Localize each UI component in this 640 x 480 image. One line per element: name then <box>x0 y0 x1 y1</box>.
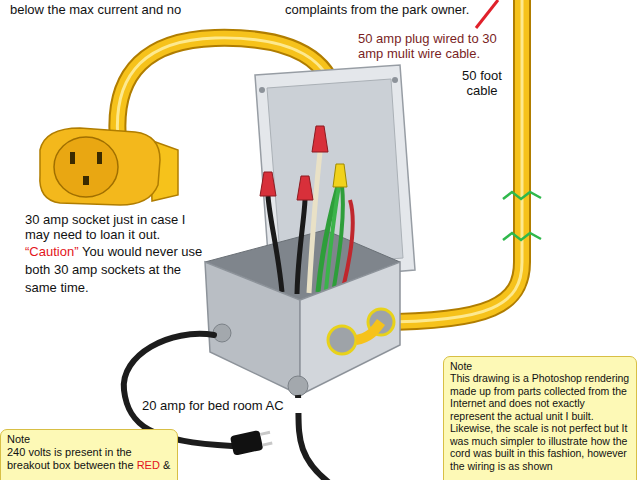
socket-body <box>40 128 160 205</box>
cable-gland <box>288 376 308 396</box>
label-group: 30 amp socket just in case I may need to… <box>25 212 213 296</box>
wire-nut <box>333 164 347 187</box>
annotation-text: complaints from the park owner. <box>285 2 475 17</box>
leader-line <box>476 0 498 28</box>
break-mark <box>503 233 541 240</box>
wire-nut <box>312 126 328 152</box>
plug-prong <box>260 431 270 436</box>
red-wire <box>344 200 353 284</box>
yellow-cable <box>356 322 381 340</box>
note-emphasis: RED <box>137 459 160 471</box>
cable-gland <box>328 326 356 354</box>
box-face <box>300 262 400 395</box>
note-box: Note240 volts is present in the breakout… <box>0 429 178 480</box>
break-mark <box>503 192 541 199</box>
callout-text: 50 amp plug wired to 30 amp mulit wire c… <box>358 31 508 61</box>
note-box: NoteThis drawing is a Photoshop renderin… <box>443 356 637 480</box>
plug-label: 20 amp for bed room AC <box>142 398 317 413</box>
green-wire <box>334 186 343 287</box>
plug <box>230 428 273 456</box>
black-wire <box>268 196 282 292</box>
note-heading: Note <box>7 433 171 446</box>
annotation-text: below the max current and no <box>10 2 270 17</box>
lid-screw <box>259 87 265 93</box>
socket-hole <box>97 152 102 164</box>
caution-word: “Caution” <box>25 244 78 259</box>
note-body: & <box>163 459 170 471</box>
wire-nut <box>297 176 313 200</box>
socket-label: 30 amp socket just in case I may need to… <box>25 212 213 242</box>
note-heading: Note <box>450 360 630 373</box>
socket-hole <box>83 176 89 185</box>
note-body: This drawing is a Photoshop rendering ma… <box>450 372 630 472</box>
socket-face <box>54 137 118 197</box>
socket-hole <box>70 152 75 164</box>
black-wire <box>297 200 305 294</box>
box-face <box>205 262 300 395</box>
plug-prong <box>262 442 272 447</box>
plug-body <box>230 430 264 456</box>
note-body: 240 volts is present in the breakout box… <box>7 446 134 471</box>
cable-label: 50 foot cable <box>456 68 508 98</box>
lid-screw <box>392 77 398 83</box>
wire-nut <box>260 172 276 196</box>
